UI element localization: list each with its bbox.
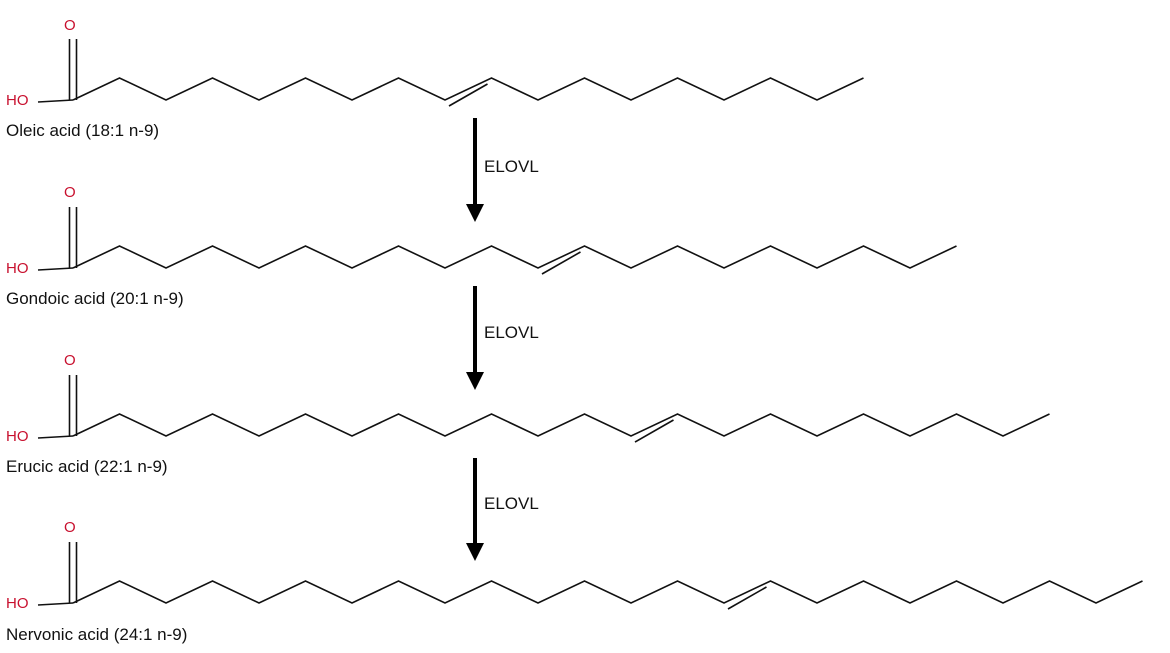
molecule-erucic-acid: O HO Erucic acid (22:1 n-9) [6,352,1050,476]
elongation-arrow: ELOVL [466,458,539,561]
cis-double-bond [448,83,488,107]
enzyme-label: ELOVL [484,323,539,342]
hydroxyl-bond [37,267,74,271]
carbonyl-oxygen-label: O [64,352,76,369]
hydroxyl-label: HO [6,595,29,612]
molecule-nervonic-acid: O HO Nervonic acid (24:1 n-9) [6,519,1143,644]
carbonyl-oxygen-label: O [64,184,76,201]
chain-bonds [72,245,957,269]
enzyme-label: ELOVL [484,157,539,176]
chain-bonds [72,580,1143,604]
elongation-arrow: ELOVL [466,286,539,390]
cis-double-bond [634,419,674,443]
carbon-chain [37,207,957,275]
chain-bonds [72,413,1050,437]
arrow-head [466,543,484,561]
carbon-chain [37,39,864,107]
hydroxyl-label: HO [6,428,29,445]
arrow-head [466,204,484,222]
molecule-name: Nervonic acid (24:1 n-9) [6,625,187,644]
molecule-name: Oleic acid (18:1 n-9) [6,121,159,140]
carbonyl-oxygen-label: O [64,519,76,536]
molecule-gondoic-acid: O HO Gondoic acid (20:1 n-9) [6,184,957,308]
elongation-arrow: ELOVL [466,118,539,222]
cis-double-bond [727,586,767,610]
carbonyl-oxygen-label: O [64,17,76,34]
arrow-head [466,372,484,390]
hydroxyl-bond [37,99,74,103]
hydroxyl-bond [37,435,74,439]
molecule-name: Erucic acid (22:1 n-9) [6,457,168,476]
cis-double-bond [541,251,581,275]
carbon-chain [37,375,1050,443]
carbon-chain [37,542,1143,610]
hydroxyl-label: HO [6,260,29,277]
molecule-oleic-acid: O HO Oleic acid (18:1 n-9) [6,17,864,140]
hydroxyl-label: HO [6,92,29,109]
chain-bonds [72,77,864,101]
molecule-name: Gondoic acid (20:1 n-9) [6,289,184,308]
hydroxyl-bond [37,602,74,606]
enzyme-label: ELOVL [484,494,539,513]
